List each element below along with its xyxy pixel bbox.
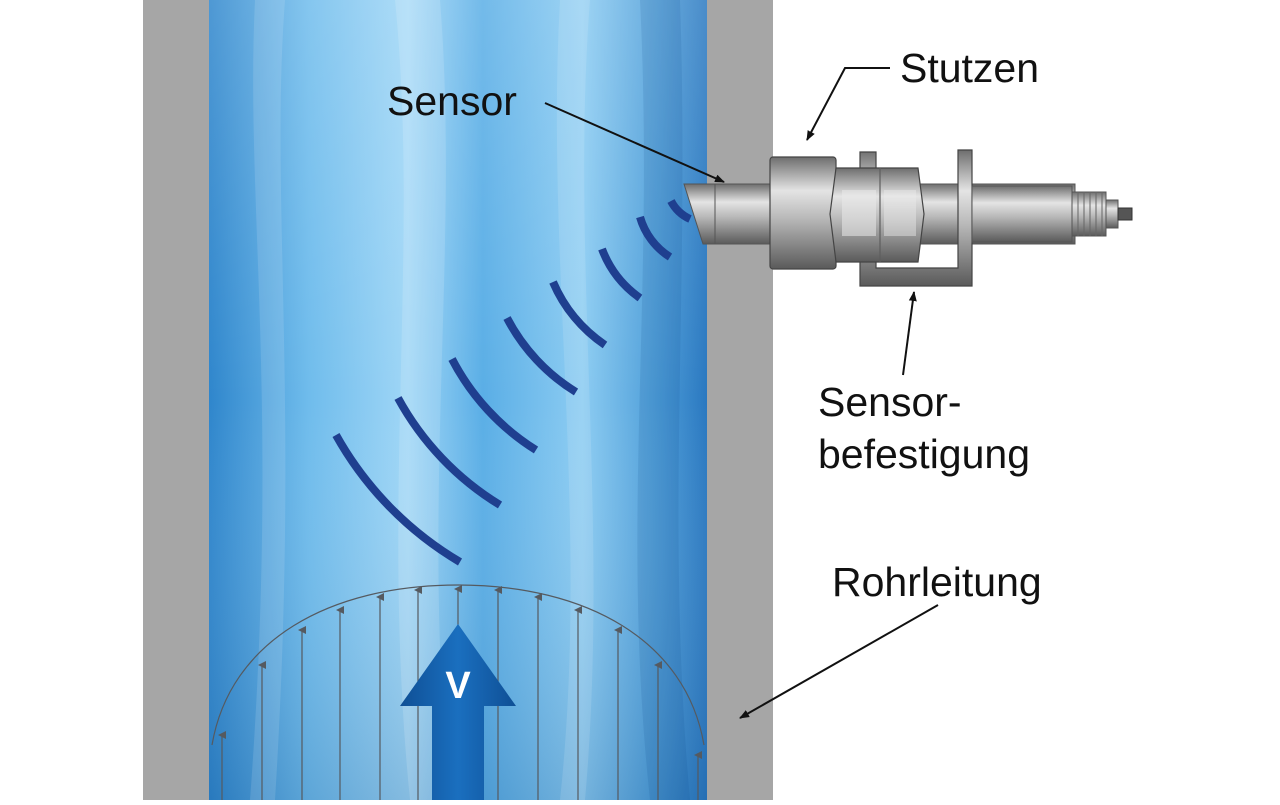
pipe-wall-left <box>143 0 209 800</box>
leader-stutzen <box>806 67 890 141</box>
label-sensor: Sensor <box>387 78 517 124</box>
nozzle <box>769 156 837 270</box>
fluid-area <box>209 0 707 800</box>
velocity-label: V <box>445 665 471 707</box>
wave-arc <box>549 280 608 349</box>
leader-befestigung <box>902 291 917 376</box>
wave-arc <box>598 247 643 302</box>
sensor-assembly <box>683 149 1133 287</box>
leader-lines <box>544 67 939 719</box>
sensor-body <box>971 185 1073 243</box>
wave-arc <box>448 357 539 454</box>
wave-arc <box>394 396 503 509</box>
pipe-wall-right <box>707 0 773 800</box>
velocity-arrow-icon <box>400 624 516 800</box>
wave-arc <box>667 198 692 223</box>
label-befestigung-line2: befestigung <box>818 431 1030 477</box>
leader-sensor <box>544 102 725 183</box>
label-befestigung-line1: Sensor- <box>818 379 962 425</box>
wave-arc <box>332 433 463 566</box>
wave-arc <box>636 215 673 261</box>
label-stutzen: Stutzen <box>900 45 1039 91</box>
wave-arc <box>503 316 579 396</box>
leader-rohrleitung <box>739 604 939 719</box>
label-rohrleitung: Rohrleitung <box>832 559 1042 605</box>
threaded-end <box>1071 191 1133 237</box>
ultrasonic-wave-icon <box>332 198 692 566</box>
